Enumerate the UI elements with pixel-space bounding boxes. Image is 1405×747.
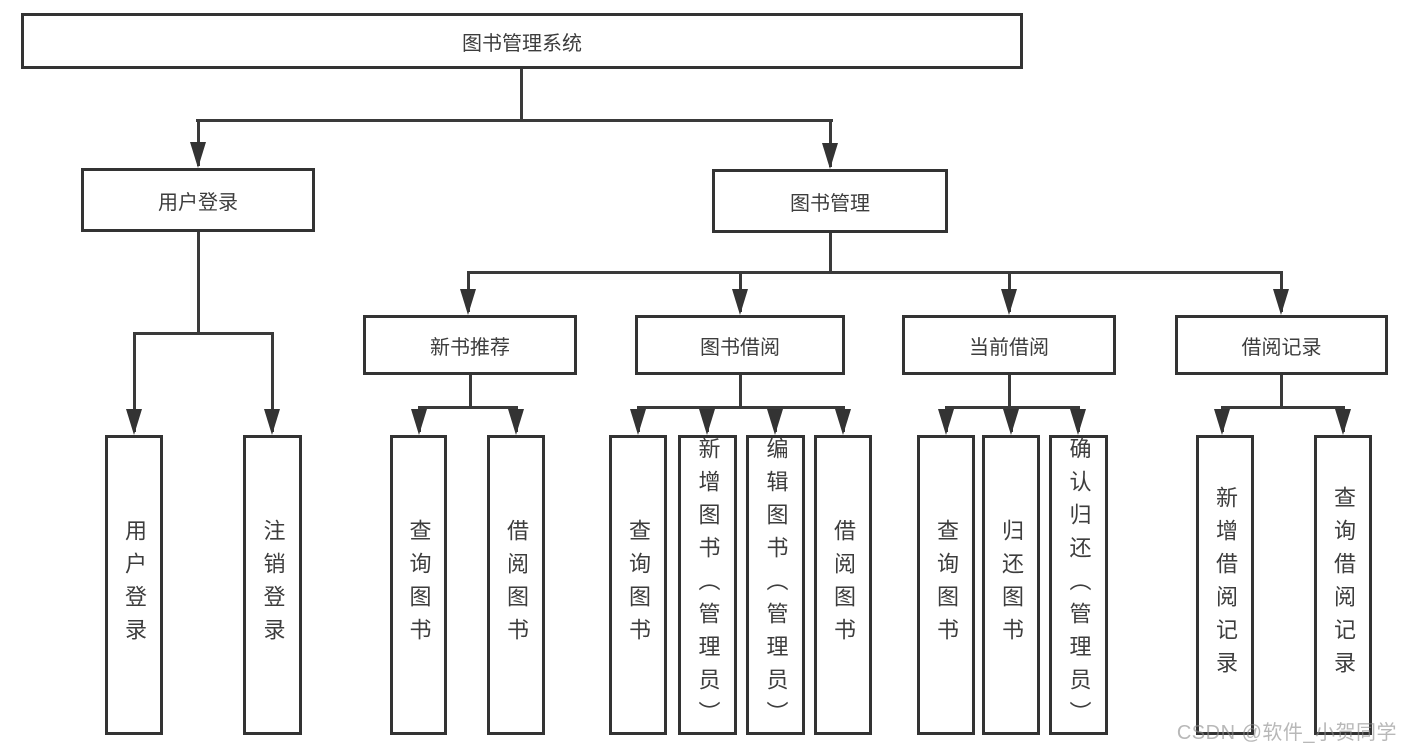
node-leaf-add-book-admin: 新增图书（管理员） [678, 435, 737, 735]
node-user-login: 用户登录 [81, 168, 315, 232]
leaf-add-borrow-record-label: 新增借阅记录 [1213, 486, 1238, 684]
leaf-borrow-books-recommend-label: 借阅图书 [504, 519, 529, 651]
node-book-management: 图书管理 [712, 169, 948, 233]
arrow-down-icon [1214, 409, 1230, 435]
arrow-down-icon [732, 289, 748, 315]
node-leaf-logout: 注销登录 [243, 435, 302, 735]
csdn-watermark: CSDN @软件_小贺同学 [1176, 722, 1397, 744]
arrow-down-icon [264, 409, 280, 435]
node-leaf-query-borrow-record: 查询借阅记录 [1314, 435, 1372, 735]
borrowing-records-label: 借阅记录 [1241, 336, 1322, 359]
book-management-label: 图书管理 [790, 192, 870, 215]
leaf-logout-label: 注销登录 [260, 519, 286, 651]
root-label: 图书管理系统 [462, 32, 582, 55]
arrow-down-icon [190, 142, 206, 168]
arrow-down-icon [630, 409, 646, 435]
user-login-label: 用户登录 [158, 191, 238, 214]
leaf-edit-book-admin-label: 编辑图书（管理员） [763, 436, 789, 734]
node-book-borrowing: 图书借阅 [635, 315, 845, 375]
arrow-down-icon [1335, 409, 1351, 435]
arrow-down-icon [699, 409, 715, 435]
node-leaf-borrow-books-recommend: 借阅图书 [487, 435, 545, 735]
arrow-down-icon [1001, 289, 1017, 315]
connector-line-vertical [738, 375, 742, 408]
connector-line-vertical [828, 233, 832, 274]
connector-line-vertical [132, 333, 136, 432]
connector-line-vertical [519, 69, 523, 121]
leaf-query-books-current-label: 查询图书 [934, 519, 959, 651]
connector-line-horizontal [636, 405, 845, 409]
arrow-down-icon [835, 409, 851, 435]
arrow-down-icon [460, 289, 476, 315]
node-leaf-return-books: 归还图书 [982, 435, 1040, 735]
leaf-add-book-admin-label: 新增图书（管理员） [695, 436, 721, 734]
arrow-down-icon [508, 409, 524, 435]
leaf-confirm-return-admin-label: 确认归还（管理员） [1066, 436, 1092, 734]
arrow-down-icon [1070, 409, 1086, 435]
new-book-recommend-label: 新书推荐 [430, 336, 510, 359]
connector-line-vertical [468, 375, 472, 408]
arrow-down-icon [767, 409, 783, 435]
connector-line-horizontal [417, 405, 518, 409]
connector-line-horizontal [132, 331, 274, 335]
node-leaf-borrow-books-borrowing: 借阅图书 [814, 435, 872, 735]
node-root: 图书管理系统 [21, 13, 1023, 69]
leaf-query-borrow-record-label: 查询借阅记录 [1331, 486, 1356, 684]
node-leaf-edit-book-admin: 编辑图书（管理员） [746, 435, 805, 735]
connector-line-vertical [1007, 375, 1011, 408]
node-leaf-query-books-borrowing: 查询图书 [609, 435, 667, 735]
connector-line-horizontal [1220, 405, 1345, 409]
arrow-down-icon [1003, 409, 1019, 435]
node-leaf-add-borrow-record: 新增借阅记录 [1196, 435, 1254, 735]
arrow-down-icon [126, 409, 142, 435]
node-leaf-user-login: 用户登录 [105, 435, 163, 735]
leaf-query-books-recommend-label: 查询图书 [406, 519, 432, 651]
leaf-query-books-borrowing-label: 查询图书 [626, 519, 651, 651]
node-new-book-recommend: 新书推荐 [363, 315, 577, 375]
arrow-down-icon [411, 409, 427, 435]
node-current-borrowing: 当前借阅 [902, 315, 1116, 375]
node-leaf-query-books-recommend: 查询图书 [390, 435, 447, 735]
node-leaf-confirm-return-admin: 确认归还（管理员） [1049, 435, 1108, 735]
connector-line-horizontal [466, 270, 1283, 274]
connector-line-vertical [1279, 375, 1283, 408]
node-leaf-query-books-current: 查询图书 [917, 435, 975, 735]
leaf-return-books-label: 归还图书 [999, 519, 1024, 651]
connector-line-horizontal [195, 118, 833, 122]
arrow-down-icon [938, 409, 954, 435]
connector-line-vertical [270, 333, 274, 432]
arrow-down-icon [1273, 289, 1289, 315]
leaf-borrow-books-borrowing-label: 借阅图书 [831, 519, 856, 651]
arrow-down-icon [822, 143, 838, 169]
leaf-user-login-label: 用户登录 [122, 519, 147, 651]
book-borrowing-label: 图书借阅 [700, 336, 780, 359]
connector-line-vertical [196, 232, 200, 334]
current-borrowing-label: 当前借阅 [969, 336, 1049, 359]
node-borrowing-records: 借阅记录 [1175, 315, 1388, 375]
